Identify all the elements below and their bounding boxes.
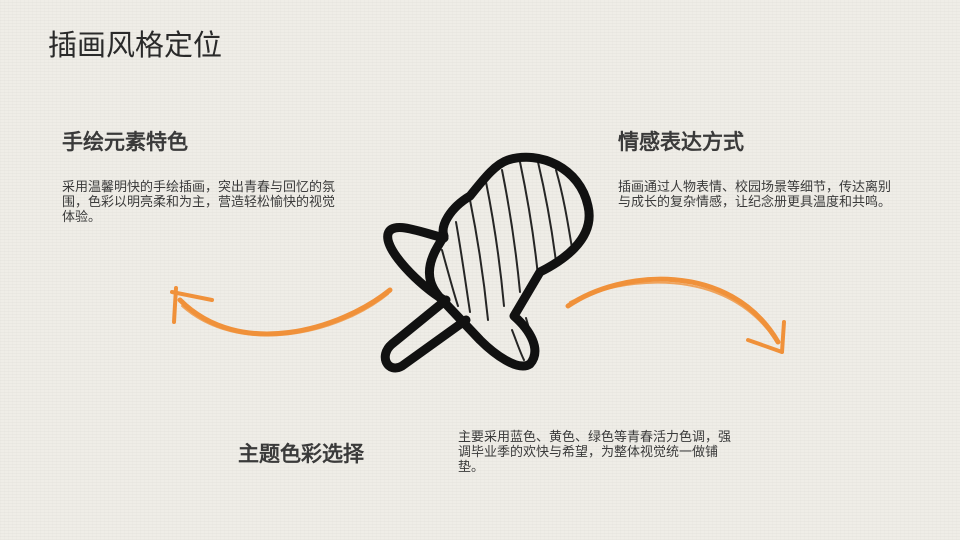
emotion-text: 插画通过人物表情、校园场景等细节，传达离别与成长的复杂情感，让纪念册更具温度和共…	[618, 180, 892, 210]
page-title: 插画风格定位	[48, 28, 223, 62]
curved-arrow-left-icon	[170, 286, 393, 337]
color-text: 主要采用蓝色、黄色、绿色等青春活力色调，强调毕业季的欢快与希望，为整体视觉统一做…	[458, 430, 732, 475]
emotion-title: 情感表达方式	[618, 130, 744, 154]
curved-arrow-right-icon	[565, 276, 786, 354]
color-title: 主题色彩选择	[238, 442, 364, 466]
pushpin-icon	[380, 152, 594, 373]
hand-drawn-text: 采用温馨明快的手绘插画，突出青春与回忆的氛围，色彩以明亮柔和为主，营造轻松愉快的…	[62, 180, 336, 225]
hand-drawn-title: 手绘元素特色	[62, 130, 188, 154]
